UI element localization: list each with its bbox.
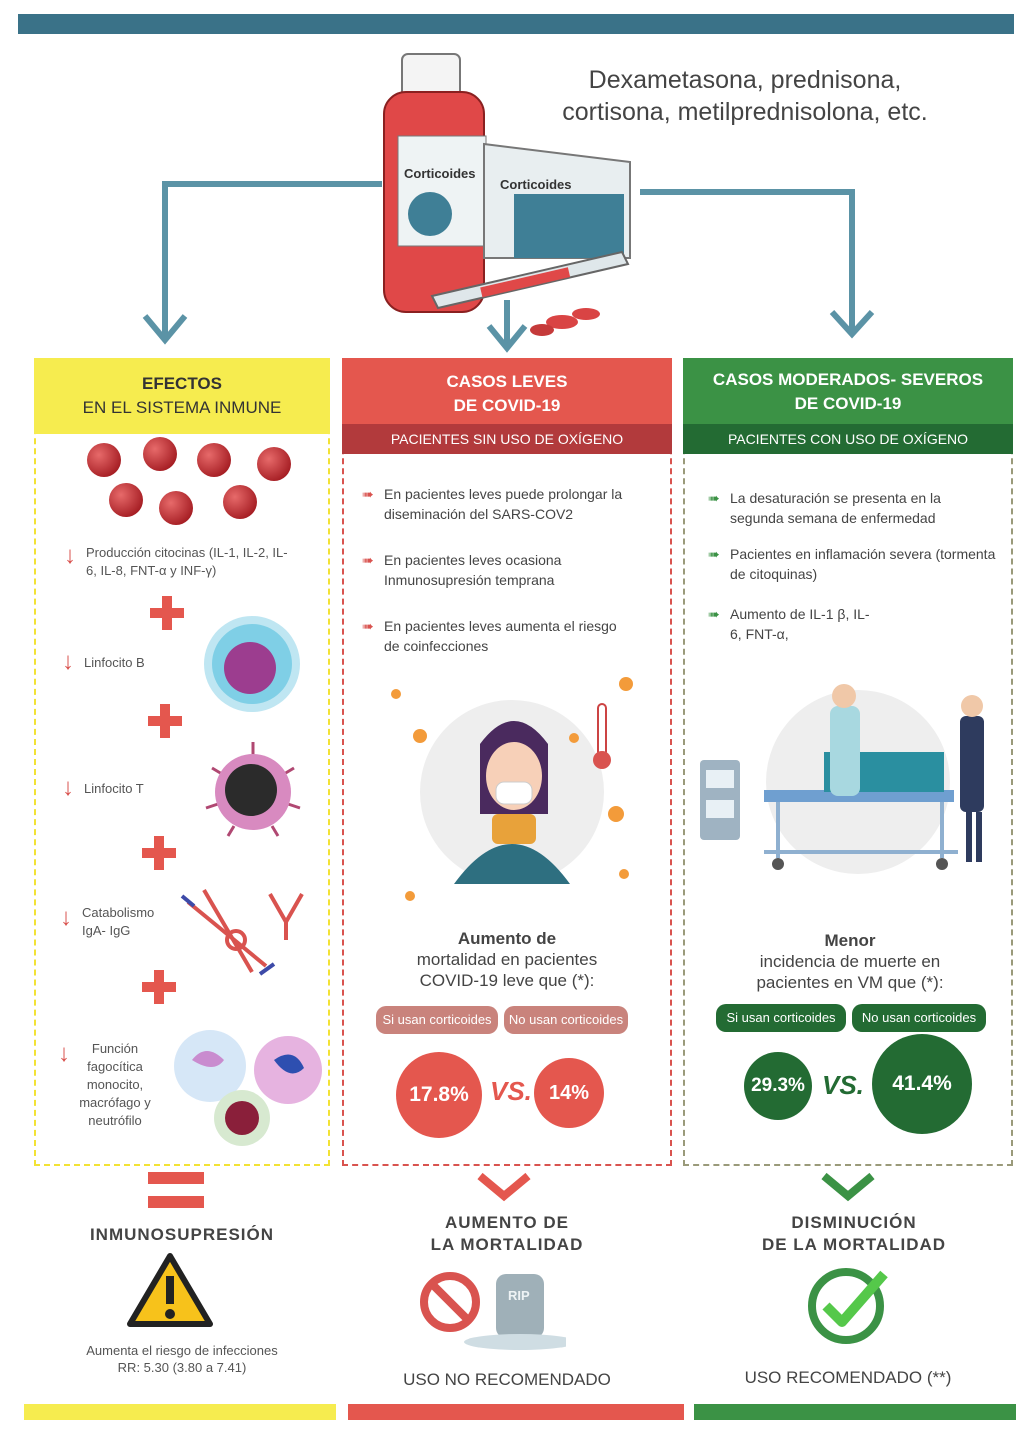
infection-risk-text: Aumenta el riesgo de infecciones RR: 5.3… [40, 1342, 324, 1376]
immune-effects-column [34, 358, 330, 1166]
arrow-right-icon: ➠ [708, 546, 720, 562]
lymphocyte-t-icon [205, 742, 301, 837]
bottom-bar-yellow [24, 1404, 336, 1420]
mild-cases-column [342, 358, 672, 1166]
immunosuppression-title: INMUNOSUPRESIÓN [89, 1225, 275, 1244]
severe-cases-header: CASOS MODERADOS- SEVEROS DE COVID-19 [683, 358, 1013, 424]
bottle-label: Corticoides [404, 166, 476, 181]
mortality-increase-line-1: AUMENTO DE [445, 1213, 569, 1232]
tombstone-label: RIP [508, 1288, 530, 1303]
mortality-decrease-line-1: DISMINUCIÓN [791, 1213, 917, 1232]
infection-risk-ratio: RR: 5.30 (3.80 a 7.41) [117, 1360, 247, 1375]
severe-value-no: 41.4% [872, 1034, 972, 1134]
mortality-increase-title: AUMENTO DE LA MORTALIDAD [372, 1212, 642, 1256]
decrease-arrow-icon: ↓ [60, 904, 72, 931]
severe-cases-subtitle: PACIENTES CON USO DE OXÍGENO [683, 424, 1013, 454]
severe-cases-title-1: CASOS MODERADOS- SEVEROS [712, 370, 984, 389]
phagocytes-icon [174, 1030, 322, 1146]
warning-icon [127, 1253, 213, 1327]
severe-bullet-3: ➠ Aumento de IL-1 β, IL-6, FNT-α, [708, 606, 870, 642]
mild-cases-title-2: DE COVID-19 [453, 396, 561, 415]
arrow-right-icon: ➠ [708, 606, 720, 622]
plus-icon [148, 704, 182, 738]
hospital-bed-illustration [700, 684, 984, 874]
chevron-down-icon [477, 1172, 531, 1202]
severe-cases-column [683, 358, 1013, 1166]
effect-lymphocyte-b: Linfocito B [84, 655, 145, 670]
lymphocyte-b-icon [204, 616, 300, 712]
decrease-arrow-icon: ↓ [58, 1040, 70, 1067]
recommended-label: USO RECOMENDADO (**) [744, 1368, 952, 1387]
severe-bullet-2: ➠ Pacientes en inflamación severa (torme… [708, 546, 996, 582]
corticoid-medicine-illustration [383, 53, 631, 336]
severe-bullet-1: ➠ La desaturación se presenta en la segu… [708, 490, 941, 526]
arrow-right-icon: ➠ [362, 618, 374, 634]
severe-stat-line-1: Menor [824, 931, 876, 950]
decrease-arrow-icon: ↓ [64, 542, 76, 569]
mild-mortality-statement: Aumento de mortalidad en pacientes COVID… [372, 928, 642, 991]
plus-icon [142, 836, 176, 870]
bottom-bar-green [694, 1404, 1016, 1420]
severe-mortality-statement: Menor incidencia de muerte en pacientes … [712, 930, 988, 993]
effect-catabolism: Catabolismo IgA- IgG [82, 905, 155, 938]
check-circle-icon [808, 1268, 888, 1344]
mild-bullet-1: ➠ En pacientes leves puede prolongar la … [362, 486, 623, 522]
decrease-arrow-icon: ↓ [62, 648, 74, 675]
mild-stat-line-2: mortalidad en pacientes [416, 950, 598, 969]
not-recommended-label: USO NO RECOMENDADO [403, 1370, 611, 1389]
equals-icon [148, 1172, 204, 1208]
mild-cases-header: CASOS LEVES DE COVID-19 [342, 358, 672, 424]
immune-effects-title-2: EN EL SISTEMA INMUNE [82, 398, 282, 417]
effect-lymphocyte-t: Linfocito T [84, 781, 144, 796]
mild-cases-subtitle: PACIENTES SIN USO DE OXÍGENO [342, 424, 672, 454]
mild-value-yes: 17.8% [396, 1052, 482, 1138]
decrease-arrow-icon: ↓ [62, 774, 74, 801]
mortality-decrease-title: DISMINUCIÓN DE LA MORTALIDAD [716, 1212, 992, 1256]
arrow-right-icon: ➠ [708, 490, 720, 506]
box-label: Corticoides [500, 177, 572, 192]
severe-pill-yes: Si usan corticoides [716, 1004, 846, 1032]
antibodies-icon [180, 888, 304, 976]
top-bar [18, 14, 1014, 34]
mild-pill-yes: Si usan corticoides [376, 1006, 498, 1034]
mild-vs: VS. [490, 1076, 532, 1106]
bottom-bar-red [348, 1404, 684, 1420]
drug-list: Dexametasona, prednisona, cortisona, met… [530, 64, 960, 128]
drug-list-line-1: Dexametasona, prednisona, [588, 66, 902, 94]
mild-cases-title-1: CASOS LEVES [446, 372, 568, 391]
mild-pill-no: No usan corticoides [504, 1006, 628, 1034]
severe-value-yes: 29.3% [744, 1052, 812, 1120]
severe-pill-no: No usan corticoides [852, 1004, 986, 1032]
mild-stat-line-3: COVID-19 leve que (*): [419, 971, 595, 990]
mild-bullet-2: ➠ En pacientes leves ocasiona Inmunosupr… [362, 552, 562, 588]
severe-stat-line-3: pacientes en VM que (*): [756, 973, 944, 992]
immune-effects-title-1: EFECTOS [142, 374, 222, 393]
mortality-decrease-line-2: DE LA MORTALIDAD [761, 1235, 947, 1254]
mild-value-no: 14% [534, 1058, 604, 1128]
arrow-right-icon: ➠ [362, 486, 374, 502]
immune-effects-header: EFECTOS EN EL SISTEMA INMUNE [34, 358, 330, 434]
drug-list-line-2: cortisona, metilprednisolona, etc. [562, 98, 928, 126]
plus-icon [150, 596, 184, 630]
chevron-down-icon [821, 1172, 875, 1202]
arrow-right-icon: ➠ [362, 552, 374, 568]
severe-cases-title-2: DE COVID-19 [794, 394, 902, 413]
severe-stat-line-2: incidencia de muerte en [759, 952, 941, 971]
mortality-increase-line-2: LA MORTALIDAD [430, 1235, 584, 1254]
mild-stat-line-1: Aumento de [457, 929, 557, 948]
sick-woman-illustration [391, 677, 633, 901]
effect-cytokines: Producción citocinas (IL-1, IL-2, IL-6, … [86, 545, 288, 578]
plus-icon [142, 970, 176, 1004]
mild-bullet-3: ➠ En pacientes leves aumenta el riesgo d… [362, 618, 617, 654]
effect-phagocytic: Función fagocítica monocito, macrófago y… [79, 1041, 151, 1128]
flow-arrows [142, 181, 875, 353]
prohibited-icon [420, 1272, 566, 1350]
infection-risk-line-1: Aumenta el riesgo de infecciones [86, 1343, 278, 1358]
blood-cells-icon [87, 437, 291, 525]
severe-vs: VS. [822, 1070, 864, 1100]
